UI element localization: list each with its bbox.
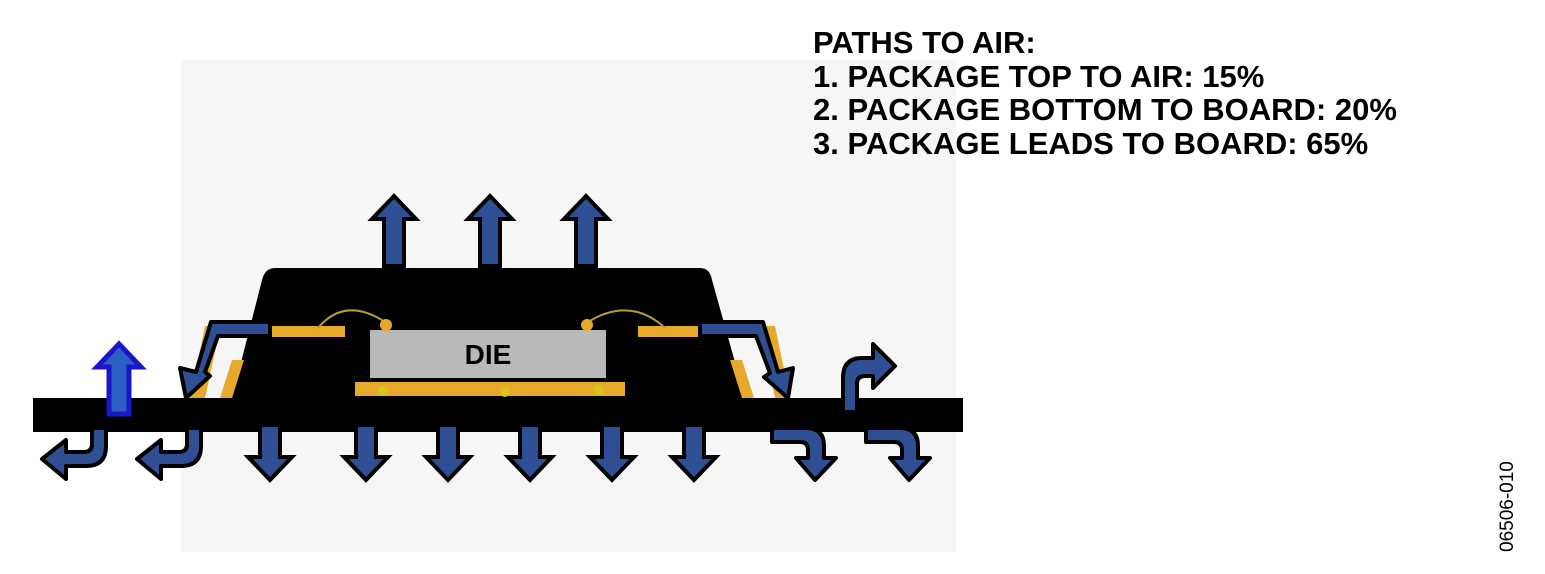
curved-arrow-left-2 <box>135 426 203 481</box>
die <box>370 330 606 378</box>
lead-path-arrows <box>178 320 795 400</box>
figure-id: 06506-010 <box>1497 461 1518 552</box>
solder-dots <box>378 385 603 397</box>
die-label: DIE <box>465 339 512 370</box>
curved-arrow-board-to-air <box>841 342 897 414</box>
die-paddle <box>355 382 625 396</box>
bond-pads <box>380 319 593 331</box>
pcb-board <box>33 398 963 432</box>
thermal-paths-legend: PATHS TO AIR: 1. PACKAGE TOP TO AIR: 15%… <box>813 26 1397 160</box>
right-lead-arrow <box>698 320 795 400</box>
legend-title: PATHS TO AIR: <box>813 25 1036 60</box>
legend-item-package-leads: 3. PACKAGE LEADS TO BOARD: 65% <box>813 125 1369 161</box>
bond-wires <box>317 309 666 329</box>
curved-arrow-right-2 <box>864 426 932 482</box>
curved-arrow-left-1 <box>40 426 108 481</box>
legend-item-package-bottom: 2. PACKAGE BOTTOM TO BOARD: 20% <box>813 92 1397 127</box>
left-lead-arrow <box>178 320 272 400</box>
legend-item-package-top: 1. PACKAGE TOP TO AIR: 15% <box>813 58 1265 94</box>
curved-left-arrows <box>40 426 203 481</box>
lead-frame-front <box>220 326 754 398</box>
curved-right-arrows <box>770 426 932 482</box>
curved-arrow-right-1 <box>770 426 838 482</box>
